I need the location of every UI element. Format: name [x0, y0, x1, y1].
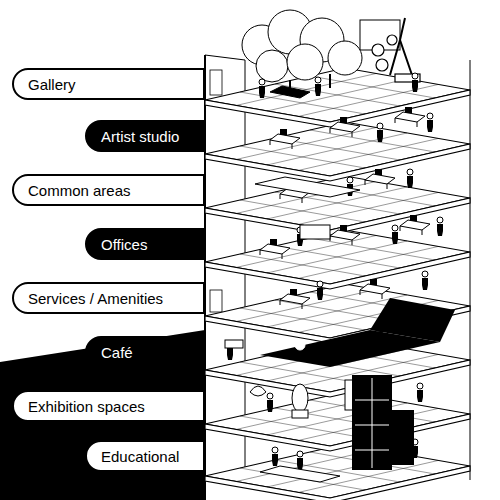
people	[422, 271, 428, 290]
furniture	[300, 225, 330, 239]
floor-slabs	[205, 284, 470, 343]
sculpture	[376, 59, 388, 71]
floor-name: Café	[101, 344, 133, 361]
floor-name: Offices	[101, 236, 147, 253]
people	[227, 73, 443, 470]
black-ground	[0, 330, 205, 500]
people	[392, 225, 398, 244]
people	[267, 393, 273, 412]
people	[412, 73, 418, 92]
furniture	[360, 279, 390, 299]
sculpture	[372, 18, 420, 82]
furniture	[400, 215, 430, 235]
people	[259, 79, 265, 98]
sculpture	[372, 44, 384, 56]
people	[297, 451, 303, 470]
furniture	[255, 107, 430, 309]
roof-trees	[270, 86, 310, 98]
walls	[210, 70, 222, 95]
floor-label: Educational	[85, 440, 205, 472]
walls	[205, 20, 470, 500]
floor-name: Services / Amenities	[28, 290, 163, 307]
walls	[205, 55, 245, 60]
floor-name: Artist studio	[101, 128, 179, 145]
furniture	[395, 107, 425, 127]
bookshelf	[260, 466, 340, 482]
cafe-floor	[370, 298, 455, 342]
people	[377, 123, 383, 142]
cafe-floor	[225, 298, 455, 367]
people	[407, 169, 413, 188]
floor-label: Common areas	[12, 174, 205, 206]
people	[417, 383, 423, 402]
sculpture	[387, 35, 397, 45]
cafe-floor	[225, 340, 243, 348]
bookshelf	[260, 375, 414, 482]
floor-name: Educational	[101, 448, 179, 465]
floor-slabs	[205, 392, 470, 451]
furniture	[365, 169, 395, 189]
people	[315, 77, 321, 96]
floor-label: Café	[85, 336, 205, 368]
floor-slabs	[205, 230, 470, 289]
floor-slabs	[205, 68, 470, 500]
exhibition-objects	[250, 380, 365, 418]
floor-label: Services / Amenities	[12, 282, 205, 314]
furniture	[260, 239, 290, 259]
roof-trees	[287, 44, 323, 80]
floor-name: Exhibition spaces	[28, 398, 145, 415]
floor-slabs	[205, 176, 470, 235]
bookshelf	[352, 375, 392, 470]
roof-trees	[256, 50, 288, 82]
people	[317, 281, 323, 300]
floor-name: Common areas	[28, 182, 131, 199]
sculpture	[390, 18, 412, 75]
walls	[210, 290, 222, 312]
people	[272, 447, 278, 466]
floor-label: Gallery	[12, 68, 205, 100]
people	[427, 113, 433, 132]
floor-name: Gallery	[28, 76, 76, 93]
roof-trees	[329, 74, 331, 88]
bookshelf	[392, 410, 414, 465]
cafe-floor	[295, 340, 305, 350]
roof-trees	[242, 10, 362, 98]
floor-slabs	[205, 444, 470, 500]
furniture	[330, 117, 360, 137]
people	[437, 217, 443, 236]
exhibition-objects	[250, 386, 266, 396]
floor-label: Offices	[85, 228, 205, 260]
furniture	[270, 129, 300, 149]
furniture	[330, 225, 360, 245]
floor-label: Artist studio	[85, 120, 205, 152]
furniture	[280, 289, 310, 309]
floor-label: Exhibition spaces	[12, 390, 205, 422]
exhibition-objects	[292, 410, 308, 418]
bookshelf	[372, 378, 373, 468]
roof-trees	[328, 41, 362, 75]
furniture	[255, 177, 360, 197]
exhibition-objects	[292, 384, 308, 412]
